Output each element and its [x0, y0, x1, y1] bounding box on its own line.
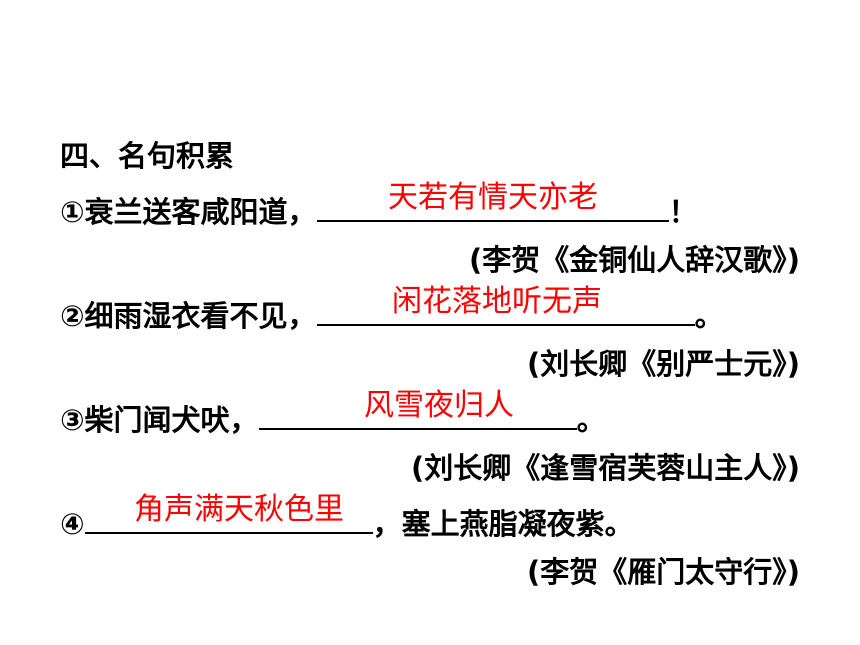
item-4-answer: 角声满天秋色里: [134, 492, 344, 527]
item-2-blank: [316, 294, 695, 326]
item-3-source: (刘长卿《逢雪宿芙蓉山主人》): [410, 451, 800, 485]
item-1-line: ①衰兰送客咸阳道， ！: [60, 190, 698, 230]
item-4-line: ④ ，塞上燕脂凝夜紫。: [60, 502, 634, 542]
section-title: 四、名句积累: [60, 139, 235, 173]
item-3-line: ③柴门闻犬吠， 。: [60, 398, 606, 438]
item-2-source: (刘长卿《别严士元》): [526, 347, 800, 381]
item-2-prefix: ②细雨湿衣看不见，: [60, 299, 317, 333]
item-1-source: (李贺《金铜仙人辞汉歌》): [468, 243, 800, 277]
item-3-answer: 风雪夜归人: [364, 388, 514, 423]
item-4-suffix: ，塞上燕脂凝夜紫。: [372, 507, 634, 541]
item-4-blank: [84, 502, 373, 534]
item-3-blank: [258, 398, 577, 430]
item-2-answer: 闲花落地听无声: [392, 284, 602, 319]
item-3-suffix: 。: [576, 403, 606, 437]
item-1-blank: [316, 190, 669, 222]
item-1-answer: 天若有情天亦老: [388, 180, 598, 215]
item-2-suffix: 。: [694, 299, 724, 333]
item-1-suffix: ！: [668, 195, 698, 229]
item-3-prefix: ③柴门闻犬吠，: [60, 403, 259, 437]
item-4-source: (李贺《雁门太守行》): [526, 555, 800, 589]
item-4-prefix: ④: [60, 507, 85, 541]
item-2-line: ②细雨湿衣看不见， 。: [60, 294, 724, 334]
item-1-prefix: ①衰兰送客咸阳道，: [60, 195, 317, 229]
